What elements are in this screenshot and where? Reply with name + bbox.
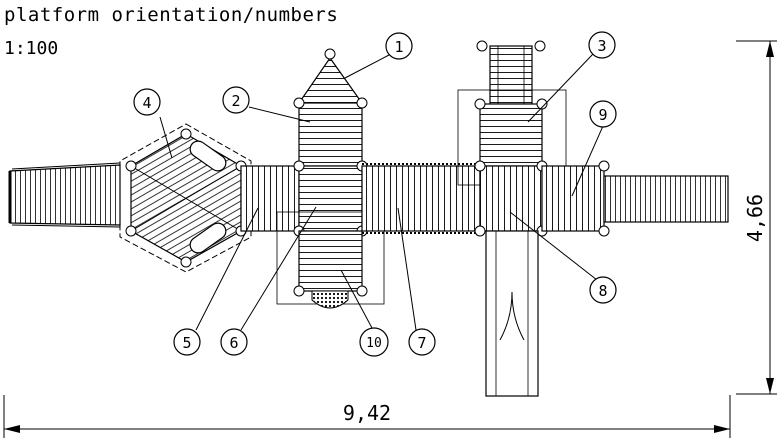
callout-2-label: 2 [231, 92, 240, 110]
callout-2: 2 [222, 86, 250, 114]
ladder-3 [476, 40, 546, 105]
callout-5: 5 [173, 328, 201, 356]
callout-6-label: 6 [229, 334, 238, 352]
width-dimension: 9,42 [3, 395, 731, 438]
callout-1: 1 [385, 32, 413, 60]
hexagon-platform [119, 123, 252, 273]
platform-9 [541, 160, 610, 237]
callout-1-label: 1 [394, 38, 403, 56]
right-ramp [603, 175, 729, 223]
platform-2 [293, 97, 368, 167]
slide [485, 230, 539, 397]
callout-9: 9 [589, 100, 617, 128]
platform-3 [457, 89, 567, 186]
callout-4: 4 [133, 88, 161, 116]
callout-8-label: 8 [598, 282, 607, 300]
height-dimension: 4,66 [736, 40, 777, 395]
platform-5 [240, 165, 300, 232]
bridge-7 [361, 163, 481, 234]
width-dimension-label: 9,42 [343, 401, 391, 425]
drawing-title: platform orientation/numbers [4, 4, 339, 26]
callout-4-label: 4 [142, 94, 151, 112]
left-ramp [8, 162, 121, 228]
callout-9-label: 9 [598, 106, 607, 124]
callout-8: 8 [589, 276, 617, 304]
drawing-scale: 1:100 [4, 38, 59, 59]
callout-10: 10 [359, 327, 389, 357]
callout-7: 7 [408, 328, 436, 356]
callout-10-label: 10 [366, 336, 382, 351]
platform-1-roof [297, 48, 364, 104]
platform-8 [474, 160, 548, 237]
callout-5-label: 5 [182, 334, 191, 352]
platform-10 [293, 230, 368, 309]
callout-3: 3 [588, 31, 616, 59]
height-dimension-label: 4,66 [743, 194, 767, 242]
callout-6: 6 [220, 328, 248, 356]
callout-leaders [159, 53, 604, 331]
callout-7-label: 7 [417, 334, 426, 352]
callout-3-label: 3 [597, 37, 606, 55]
